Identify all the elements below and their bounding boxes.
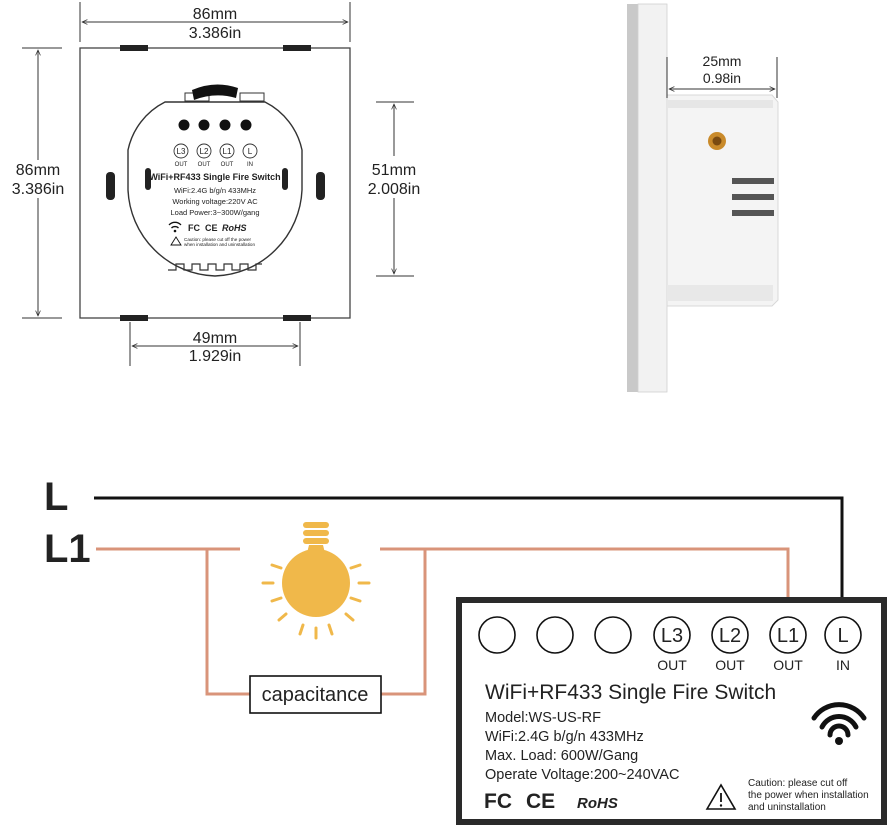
back-terminal-sub: OUT (221, 162, 234, 168)
back-terminal-name: L (248, 147, 253, 156)
vent-teeth (168, 263, 262, 271)
panel-max-load: Max. Load: 600W/Gang (485, 748, 638, 764)
mounting-clip (120, 45, 148, 51)
left-height-in: 3.386in (12, 181, 65, 198)
back-terminal-sub: OUT (175, 162, 188, 168)
screw-terminal (198, 119, 210, 131)
warning-triangle-icon (170, 236, 182, 246)
side-view: 25mm 0.98in (627, 3, 779, 393)
panel-terminal-l1: L1 OUT (769, 616, 807, 673)
bottom-width-mm: 49mm (193, 330, 237, 347)
back-label-wifi: WiFi:2.4G b/g/n 433MHz (174, 186, 256, 195)
depth-in: 0.98in (703, 70, 741, 86)
wifi-icon (168, 221, 182, 233)
vent-slot (732, 194, 774, 200)
blank-terminal (594, 616, 632, 654)
body-ridge (667, 100, 773, 108)
back-caution-1: Caution: please cut off the power (184, 237, 252, 242)
back-label-voltage: Working voltage:220V AC (172, 197, 258, 206)
warning-triangle-icon (705, 783, 737, 810)
load-label: L1 (44, 527, 91, 571)
panel-wifi: WiFi:2.4G b/g/n 433MHz (485, 729, 644, 745)
load-wire (96, 547, 790, 696)
body-ridge (667, 285, 773, 301)
terminal-sub: OUT (715, 657, 745, 673)
panel-title: WiFi+RF433 Single Fire Switch (485, 681, 776, 704)
capacitor-box (249, 675, 382, 714)
switch-body-side (666, 94, 779, 307)
ce-mark: CE (205, 223, 218, 233)
depth-mm: 25mm (703, 53, 742, 69)
blank-terminal (536, 616, 574, 654)
panel-model: Model:WS-US-RF (485, 710, 601, 726)
panel-caution-3: and uninstallation (748, 802, 826, 813)
back-terminal-name: L1 (223, 147, 232, 156)
screw-terminal (240, 119, 252, 131)
top-width-in: 3.386in (189, 25, 242, 42)
mounting-clip (283, 315, 311, 321)
panel-caution-2: the power when installation (748, 790, 869, 801)
back-label-load: Load Power:3~300W/gang (170, 208, 259, 217)
light-bulb-icon (261, 522, 371, 640)
terminal-name: L2 (719, 625, 741, 647)
terminal-sub: OUT (773, 657, 803, 673)
rohs-mark: RoHS (577, 795, 618, 812)
back-terminal-sub: OUT (198, 162, 211, 168)
vent-slot (732, 178, 774, 184)
screw-terminal (219, 119, 231, 131)
front-plate-side (637, 3, 668, 393)
wiring-diagram: L L1 capacitance (44, 475, 887, 825)
ce-mark: CE (526, 790, 555, 813)
panel-caution-1: Caution: please cut off (748, 778, 848, 789)
housing-clip (282, 168, 288, 190)
fc-mark: FC (188, 223, 200, 233)
terminal-name: L1 (777, 625, 799, 647)
housing-clip (145, 168, 151, 190)
mounting-slot (106, 172, 115, 200)
left-height-mm: 86mm (16, 162, 60, 179)
live-label: L (44, 475, 68, 519)
rear-housing (127, 101, 303, 277)
top-connector (192, 84, 238, 100)
mounting-clip (120, 315, 148, 321)
back-terminal-labels: L3 OUT L2 OUT L1 OUT L IN (173, 143, 258, 168)
panel-terminal-l: L IN (824, 616, 862, 673)
blank-terminal (478, 616, 516, 654)
glass-panel-edge (627, 4, 638, 392)
wifi-icon (811, 702, 867, 738)
bottom-width-in: 1.929in (189, 348, 242, 365)
back-terminal-sub: IN (247, 162, 253, 168)
back-caution-2: when installation and uninstallation (184, 242, 255, 247)
inner-height-in: 2.008in (368, 181, 421, 198)
rohs-mark: RoHS (222, 223, 247, 233)
back-view: 86mm 3.386in 86mm 3.386in L3 O (12, 2, 421, 366)
vent-slot (732, 210, 774, 216)
screw-terminal (178, 119, 190, 131)
terminal-sub: IN (836, 657, 850, 673)
capacitor-label: capacitance (262, 684, 369, 706)
back-label-title: WiFi+RF433 Single Fire Switch (149, 172, 280, 182)
fc-mark: FC (484, 790, 512, 813)
top-width-mm: 86mm (193, 6, 237, 23)
live-wire (94, 496, 844, 620)
back-terminal-name: L2 (200, 147, 209, 156)
panel-voltage: Operate Voltage:200~240VAC (485, 767, 679, 783)
terminal-sub: OUT (657, 657, 687, 673)
mounting-slot (316, 172, 325, 200)
terminal-name: L (837, 625, 848, 647)
panel-terminal-l2: L2 OUT (711, 616, 749, 673)
terminal-name: L3 (661, 625, 683, 647)
housing-notch (239, 92, 265, 102)
mounting-clip (283, 45, 311, 51)
panel-terminal-l3: L3 OUT (653, 616, 691, 673)
back-terminal-name: L3 (177, 147, 186, 156)
inner-height-mm: 51mm (372, 162, 416, 179)
